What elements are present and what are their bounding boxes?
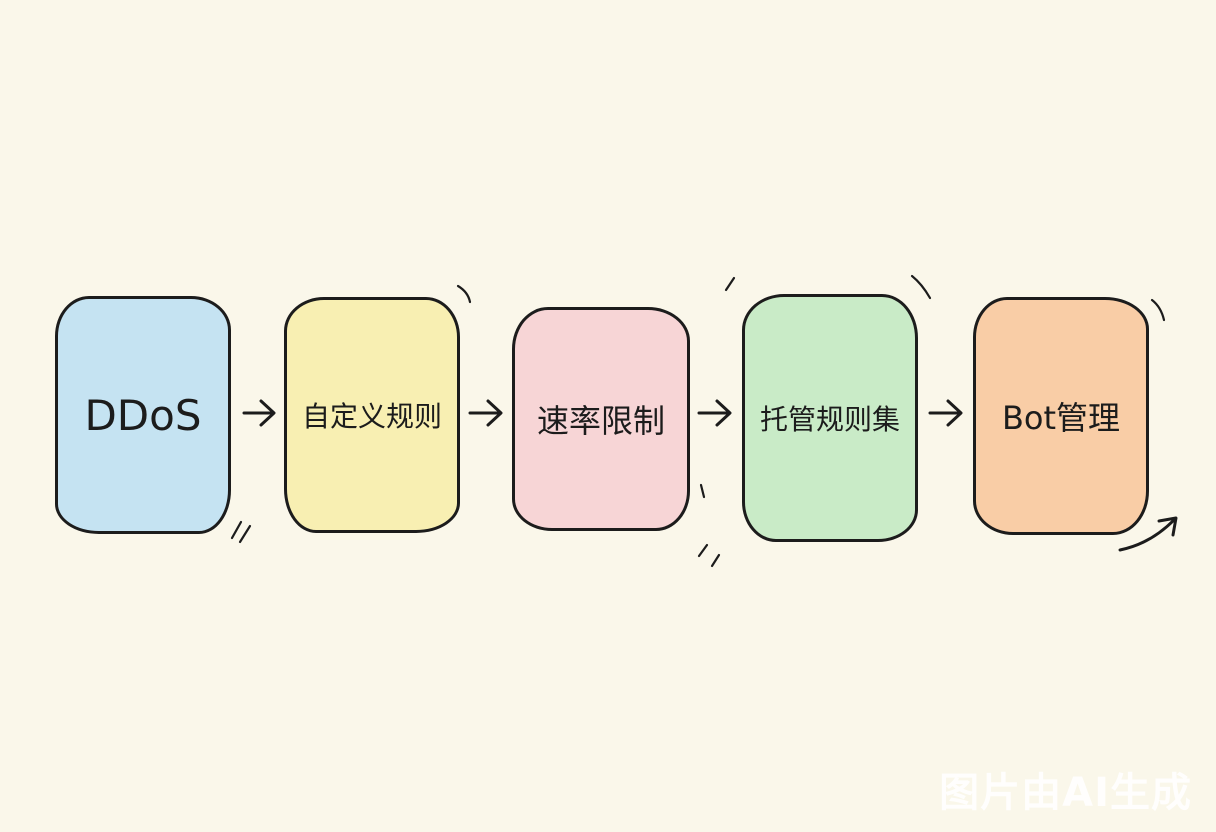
- motion-stroke: [724, 276, 736, 292]
- motion-stroke: [456, 284, 472, 304]
- stage-bot-management: Bot管理: [973, 297, 1149, 535]
- stage-rate-limiting: 速率限制: [512, 307, 690, 531]
- stage-custom-rules: 自定义规则: [284, 297, 460, 533]
- motion-stroke: [1150, 298, 1166, 322]
- motion-stroke: [710, 553, 721, 568]
- flow-arrow: [468, 399, 503, 427]
- ai-generated-watermark: 图片由AI生成: [939, 770, 1192, 816]
- motion-stroke: [910, 274, 932, 300]
- motion-stroke: [697, 543, 709, 558]
- flow-arrow: [928, 399, 963, 427]
- motion-stroke: [230, 520, 243, 540]
- flow-arrow: [697, 399, 732, 427]
- stage-ddos: DDoS: [55, 296, 231, 534]
- stage-label: 速率限制: [536, 402, 665, 440]
- stage-label: DDoS: [84, 390, 202, 440]
- flow-arrow: [242, 399, 276, 427]
- stage-label: 托管规则集: [759, 403, 900, 436]
- stage-label: 自定义规则: [301, 400, 442, 433]
- motion-stroke: [699, 483, 706, 499]
- exit-arrow: [1118, 516, 1178, 552]
- stage-label: Bot管理: [1001, 399, 1121, 437]
- stage-managed-rulesets: 托管规则集: [742, 294, 918, 542]
- motion-stroke: [238, 524, 252, 544]
